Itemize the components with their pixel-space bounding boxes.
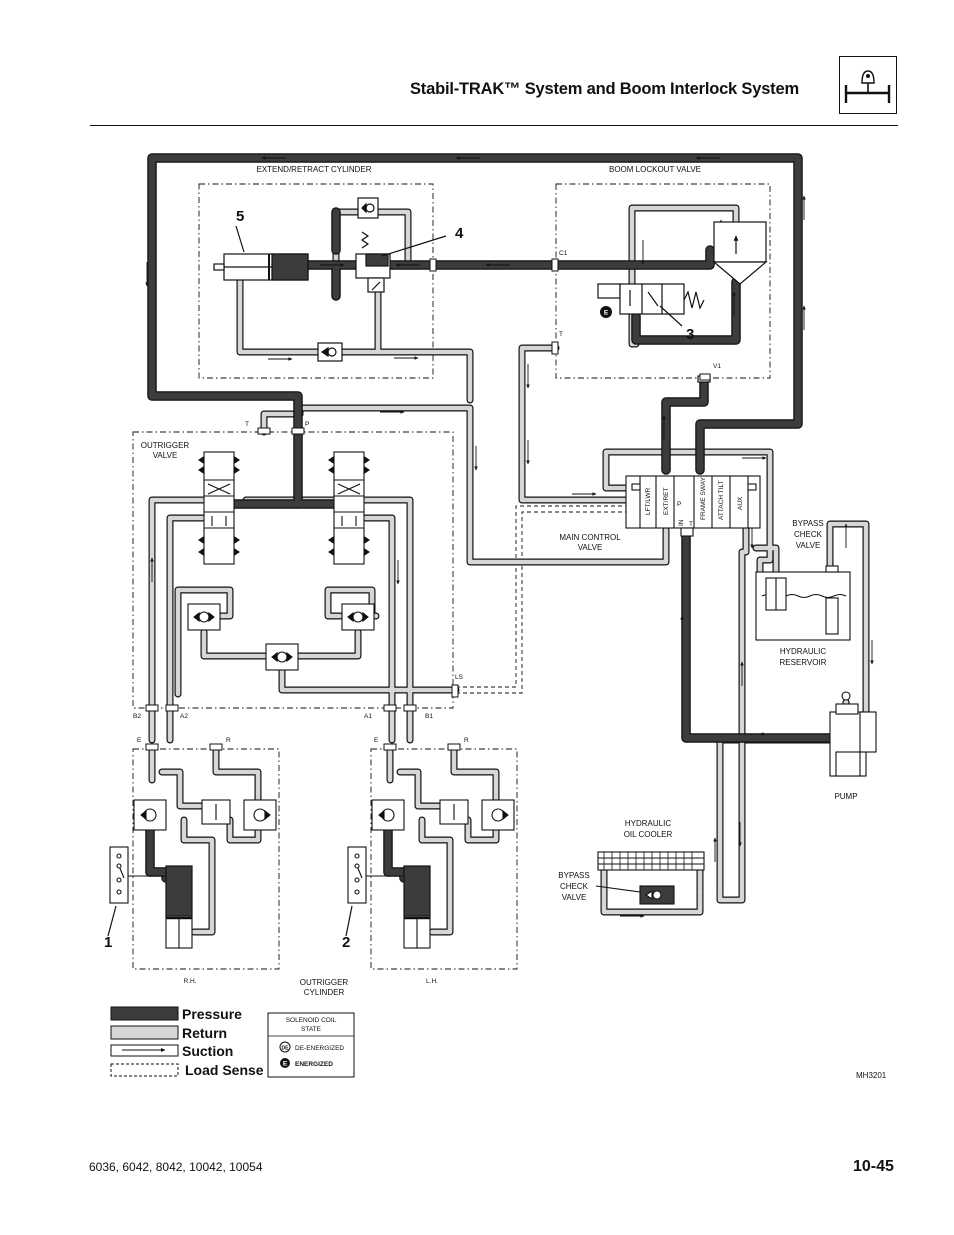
port-ls: LS bbox=[455, 674, 464, 681]
port-e-rh: E bbox=[137, 737, 142, 744]
load-sense-line-inner bbox=[456, 505, 626, 688]
outrigger-valve-boundary bbox=[132, 431, 454, 709]
port-a2: A2 bbox=[180, 713, 188, 720]
load-sense-line-outer bbox=[456, 511, 626, 694]
de-energized-badge: DE bbox=[282, 1046, 290, 1052]
label-bypass-check-valve-bottom-3: VALVE bbox=[562, 893, 587, 902]
callout-1: 1 bbox=[104, 934, 112, 951]
spool-p: P bbox=[677, 501, 681, 508]
label-hydraulic-reservoir-2: RESERVOIR bbox=[780, 658, 827, 667]
spool-ext-ret: EXT/RET bbox=[663, 488, 670, 515]
label-pump: PUMP bbox=[834, 792, 857, 801]
solenoid-state-box bbox=[267, 1012, 355, 1078]
callout-4: 4 bbox=[455, 225, 464, 242]
extend-retract-boundary bbox=[198, 183, 434, 379]
port-b1: B1 bbox=[425, 713, 433, 720]
label-outrigger-valve-2: VALVE bbox=[153, 451, 178, 460]
legend-suction: Suction bbox=[182, 1043, 233, 1059]
legend-energized: ENERGIZED bbox=[295, 1061, 333, 1068]
label-oil-cooler-2: OIL COOLER bbox=[624, 830, 673, 839]
label-lh: L.H. bbox=[426, 978, 438, 985]
port-a1: A1 bbox=[364, 713, 372, 720]
spool-frame-sway: FRAME SWAY bbox=[700, 476, 707, 520]
label-oil-cooler-1: HYDRAULIC bbox=[625, 819, 671, 828]
label-outrigger-valve-1: OUTRIGGER bbox=[141, 441, 190, 450]
label-hydraulic-reservoir-1: HYDRAULIC bbox=[780, 647, 826, 656]
label-bypass-check-valve-top-2: CHECK bbox=[794, 530, 823, 539]
rh-cylinder-boundary bbox=[132, 748, 280, 970]
legend-de-energized: DE-ENERGIZED bbox=[295, 1045, 344, 1052]
label-extend-retract-cylinder: EXTEND/RETRACT CYLINDER bbox=[257, 165, 372, 174]
port-t-boom: T bbox=[559, 331, 563, 338]
label-boom-lockout-valve: BOOM LOCKOUT VALVE bbox=[609, 165, 701, 174]
label-rh: R.H. bbox=[184, 978, 197, 985]
port-p-outrigger: P bbox=[305, 421, 309, 428]
solenoid-title-2: STATE bbox=[301, 1026, 322, 1033]
label-bypass-check-valve-top-3: VALVE bbox=[796, 541, 821, 550]
spool-lft-lwr: LFT/LWR bbox=[645, 487, 652, 515]
label-bypass-check-valve-top-1: BYPASS bbox=[792, 519, 823, 528]
port-b2: B2 bbox=[133, 713, 141, 720]
port-v1: V1 bbox=[713, 363, 721, 370]
port-r-rh: R bbox=[226, 737, 231, 744]
port-r-lh: R bbox=[464, 737, 469, 744]
footer-models: 6036, 6042, 8042, 10042, 10054 bbox=[89, 1160, 263, 1174]
solenoid-marker: E bbox=[604, 310, 609, 317]
energized-badge: E bbox=[283, 1061, 288, 1068]
figure-id: MH3201 bbox=[856, 1071, 887, 1080]
spool-aux: AUX bbox=[737, 496, 744, 510]
spool-t: T bbox=[689, 521, 693, 528]
label-bypass-check-valve-bottom-2: CHECK bbox=[560, 882, 589, 891]
label-outrigger-cylinder-2: CYLINDER bbox=[304, 988, 345, 997]
legend-pressure: Pressure bbox=[182, 1006, 242, 1022]
lh-cylinder-boundary bbox=[370, 748, 518, 970]
header-divider bbox=[90, 125, 898, 126]
callout-3: 3 bbox=[686, 326, 694, 343]
port-e-lh: E bbox=[374, 737, 379, 744]
page-number: 10-45 bbox=[853, 1158, 894, 1175]
boom-interlock-icon bbox=[839, 56, 897, 114]
solenoid-title-1: SOLENOID COIL bbox=[286, 1017, 337, 1024]
boom-lockout-boundary bbox=[555, 183, 771, 379]
callout-2: 2 bbox=[342, 934, 350, 951]
callout-5: 5 bbox=[236, 208, 244, 225]
legend bbox=[110, 1006, 179, 1077]
spool-attach-tilt: ATTACH TILT bbox=[718, 480, 725, 520]
label-main-control-valve-1: MAIN CONTROL bbox=[559, 533, 621, 542]
legend-load-sense: Load Sense bbox=[185, 1062, 264, 1078]
legend-return: Return bbox=[182, 1025, 227, 1041]
label-outrigger-cylinder-1: OUTRIGGER bbox=[300, 978, 349, 987]
page-title: Stabil-TRAK™ System and Boom Interlock S… bbox=[410, 80, 799, 98]
label-bypass-check-valve-bottom-1: BYPASS bbox=[558, 871, 589, 880]
label-main-control-valve-2: VALVE bbox=[578, 543, 603, 552]
spool-in: IN bbox=[678, 519, 685, 526]
port-c1: C1 bbox=[559, 250, 568, 257]
port-t-outrigger: T bbox=[245, 421, 249, 428]
